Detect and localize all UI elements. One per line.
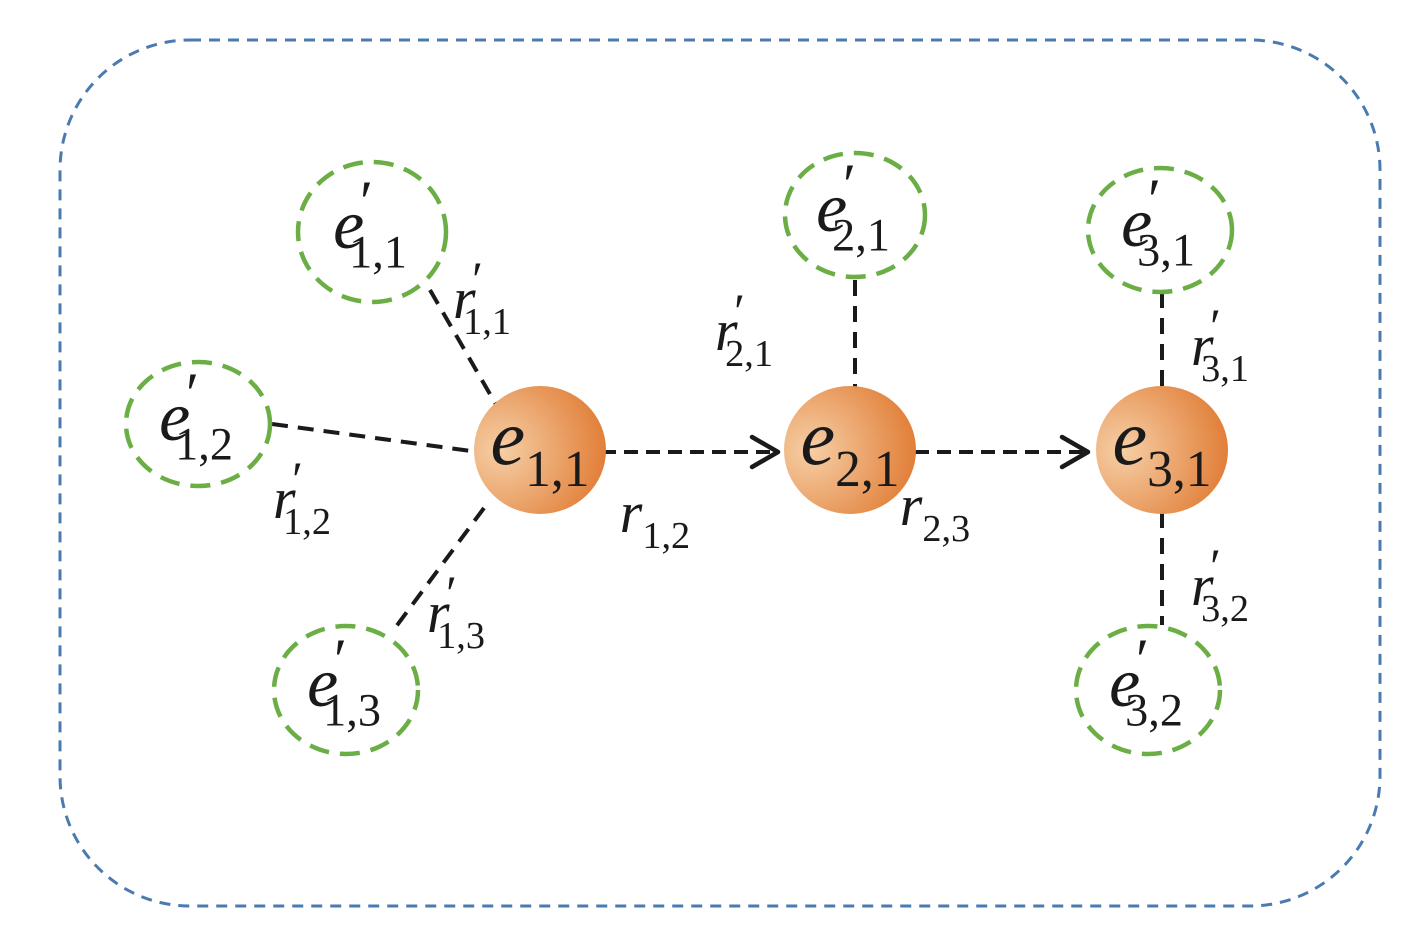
neighbor-label-n31-base: e <box>1121 185 1152 262</box>
entity-label-e31-base: e <box>1113 394 1148 481</box>
neighbor-label-n32-prime: ′ <box>1136 626 1149 692</box>
edge-label-r13p-prime: ′ <box>446 566 457 621</box>
entity-label-e11-base: e <box>491 394 526 481</box>
neighbor-node-n11 <box>295 159 449 305</box>
neighbor-label-n11-base: e <box>333 187 364 264</box>
edge-label-r13p-base: r <box>427 580 450 645</box>
edge-label-r11p-prime: ′ <box>472 252 483 307</box>
edge-label-r12p-sub: 1,2 <box>283 501 331 543</box>
neighbor-label-n21-prime: ′ <box>843 151 856 217</box>
edge-label-r31p: r′3,1 <box>1191 299 1249 390</box>
entity-label-e11: e1,1 <box>491 394 590 498</box>
neighbor-label-n13-sub: 1,3 <box>323 685 381 736</box>
edge-label-r11p: r′1,1 <box>453 252 511 343</box>
entity-label-e21: e2,1 <box>801 394 900 498</box>
edge-label-r12-base: r <box>620 480 643 545</box>
neighbor-label-n31: e′3,1 <box>1121 166 1195 275</box>
edge-label-r31p-prime: ′ <box>1210 299 1221 354</box>
edge-label-r13p-sub: 1,3 <box>437 615 485 657</box>
edge-label-r13p: r′1,3 <box>427 566 485 657</box>
edge-label-r21p-prime: ′ <box>734 284 745 339</box>
edge-label-r32p: r′3,2 <box>1191 539 1249 630</box>
edge-label-r23-base: r <box>900 473 923 538</box>
edge-label-r32p-sub: 3,2 <box>1201 588 1249 630</box>
neighbor-node-n31 <box>1085 165 1235 295</box>
edge-label-r23: r2,3 <box>900 473 970 550</box>
edge-label-r12p: r′1,2 <box>273 452 331 543</box>
neighbor-label-n11-prime: ′ <box>360 168 373 234</box>
neighbor-label-n32-sub: 3,2 <box>1125 685 1183 736</box>
neighbor-label-n12-sub: 1,2 <box>175 419 233 470</box>
edge-label-r21p-base: r <box>715 298 738 363</box>
outer-dashed-frame <box>58 38 1382 908</box>
edge-label-r12: r1,2 <box>620 480 690 557</box>
arrowhead-icon <box>1059 434 1091 470</box>
neighbor-label-n31-sub: 3,1 <box>1137 225 1195 276</box>
neighbor-label-n31-prime: ′ <box>1148 166 1161 232</box>
neighbor-label-n13: e′1,3 <box>307 626 381 735</box>
neighbor-label-n32: e′3,2 <box>1109 626 1183 735</box>
edge-label-r21p: r′2,1 <box>715 284 773 375</box>
edge-label-r12-sub: 1,2 <box>642 515 690 557</box>
neighbor-label-n12-prime: ′ <box>186 360 199 426</box>
neighbor-edge <box>271 422 479 454</box>
edge-label-r12p-prime: ′ <box>292 452 303 507</box>
edge-label-r11p-base: r <box>453 266 476 331</box>
entity-label-e21-base: e <box>801 394 836 481</box>
neighbor-node-n21 <box>782 150 928 280</box>
neighbor-node-n12 <box>123 359 273 489</box>
arrowhead-icon <box>749 434 781 470</box>
entity-label-e21-sub: 2,1 <box>835 441 899 498</box>
edge-label-r12p-base: r <box>273 466 296 531</box>
neighbor-node-n13 <box>271 623 421 757</box>
entity-node-e11 <box>474 386 606 514</box>
neighbor-label-n12-base: e <box>159 379 190 456</box>
entity-label-e11-sub: 1,1 <box>525 441 589 498</box>
entity-label-e31-sub: 3,1 <box>1147 441 1211 498</box>
entity-label-e31: e3,1 <box>1113 394 1212 498</box>
edge-label-r31p-base: r <box>1191 313 1214 378</box>
neighbor-edge <box>428 289 500 409</box>
entity-node-e31 <box>1096 386 1228 514</box>
neighbor-label-n21-base: e <box>816 170 847 247</box>
edge-label-r32p-base: r <box>1191 553 1214 618</box>
edge-label-r23-sub: 2,3 <box>922 508 970 550</box>
neighbor-node-n32 <box>1073 623 1223 757</box>
neighbor-label-n13-prime: ′ <box>334 626 347 692</box>
neighbor-label-n13-base: e <box>307 645 338 722</box>
edge-label-r11p-sub: 1,1 <box>463 301 511 343</box>
edge-label-r21p-sub: 2,1 <box>725 333 773 375</box>
neighbor-label-n11: e′1,1 <box>333 168 407 277</box>
neighbor-label-n21: e′2,1 <box>816 151 890 260</box>
neighbor-label-n11-sub: 1,1 <box>349 227 407 278</box>
edge-label-r31p-sub: 3,1 <box>1201 348 1249 390</box>
neighbor-label-n12: e′1,2 <box>159 360 233 469</box>
neighbor-label-n32-base: e <box>1109 645 1140 722</box>
neighbor-label-n21-sub: 2,1 <box>832 210 890 261</box>
entity-node-e21 <box>784 386 916 514</box>
edge-label-r32p-prime: ′ <box>1210 539 1221 594</box>
